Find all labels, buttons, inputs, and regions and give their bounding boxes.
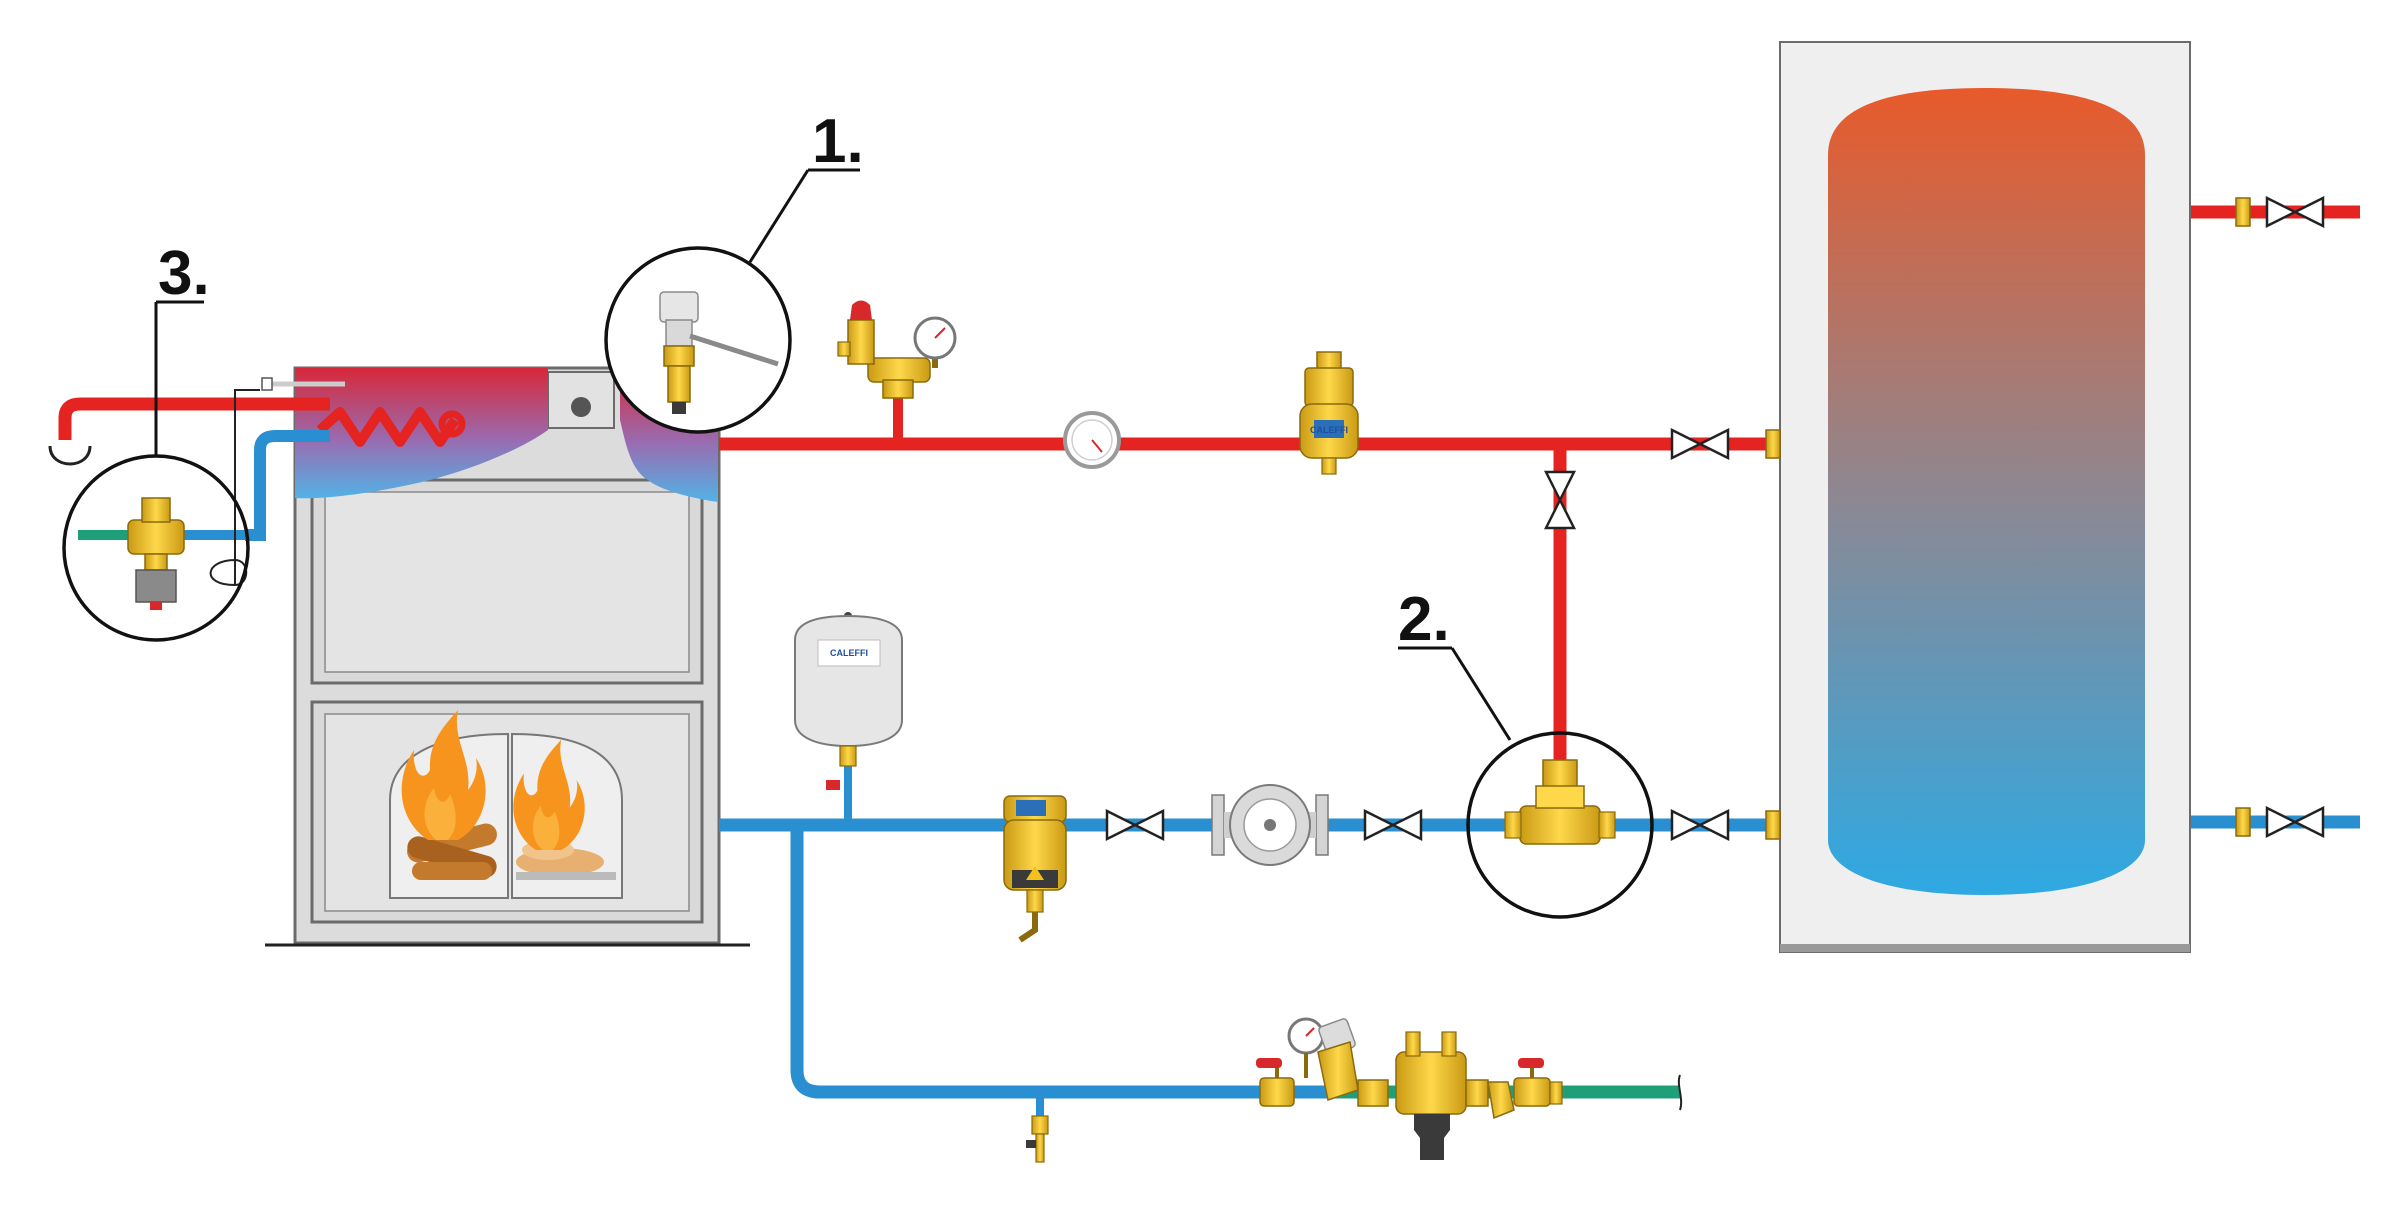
expansion-vessel-icon: CALEFFI	[794, 612, 903, 790]
gate-valve-icon	[1670, 809, 1730, 841]
gate-valve-icon	[2265, 806, 2325, 838]
ball-valve-icon	[1513, 1058, 1551, 1107]
callout-label-1: 1.	[812, 107, 864, 176]
heat-exchanger-coil-icon	[316, 407, 460, 447]
drain-valve-icon	[1026, 1115, 1049, 1163]
pipe-fitting	[1765, 429, 1781, 459]
boiler-water-jacket-left	[295, 368, 548, 499]
ball-valve-icon	[1256, 1058, 1295, 1107]
brand-label: CALEFFI	[1310, 425, 1348, 435]
pipe-fitting	[2235, 807, 2251, 837]
safety-valve-icon	[837, 300, 875, 365]
circulation-pump-icon	[1211, 784, 1329, 866]
pressure-gauge-icon	[1287, 1017, 1325, 1078]
detail-circle-3	[48, 445, 250, 642]
gate-valve-icon	[1363, 809, 1423, 841]
backflow-preventer	[1395, 1031, 1467, 1160]
gate-valve-icon	[1544, 470, 1576, 530]
pressure-gauge-icon	[913, 316, 957, 360]
air-separator-icon: CALEFFI	[1299, 351, 1359, 475]
safety-group	[837, 300, 957, 399]
thermal-discharge-valve-icon	[659, 291, 779, 414]
callout-label-2: 2.	[1398, 585, 1450, 654]
storage-tank	[1779, 41, 2191, 953]
filling-group	[1256, 1017, 1563, 1160]
detail-circle-2	[1466, 731, 1654, 919]
mixing-valve-icon	[127, 519, 185, 555]
strainer-icon	[1487, 1081, 1515, 1120]
three-way-valve-icon	[1504, 759, 1616, 845]
dirt-separator-icon	[1003, 795, 1067, 943]
pipe-fitting	[1765, 810, 1781, 840]
firebox-window	[389, 710, 623, 899]
gate-valve-icon	[1105, 809, 1165, 841]
detail-circle-1	[604, 246, 792, 434]
brand-label: CALEFFI	[830, 648, 868, 658]
gate-valve-icon	[1670, 428, 1730, 460]
thermometer-icon	[1063, 411, 1121, 469]
pipe-fitting	[2235, 197, 2251, 227]
boiler	[265, 366, 750, 947]
callout-label-3: 3.	[158, 239, 210, 308]
gate-valve-icon	[2265, 196, 2325, 228]
